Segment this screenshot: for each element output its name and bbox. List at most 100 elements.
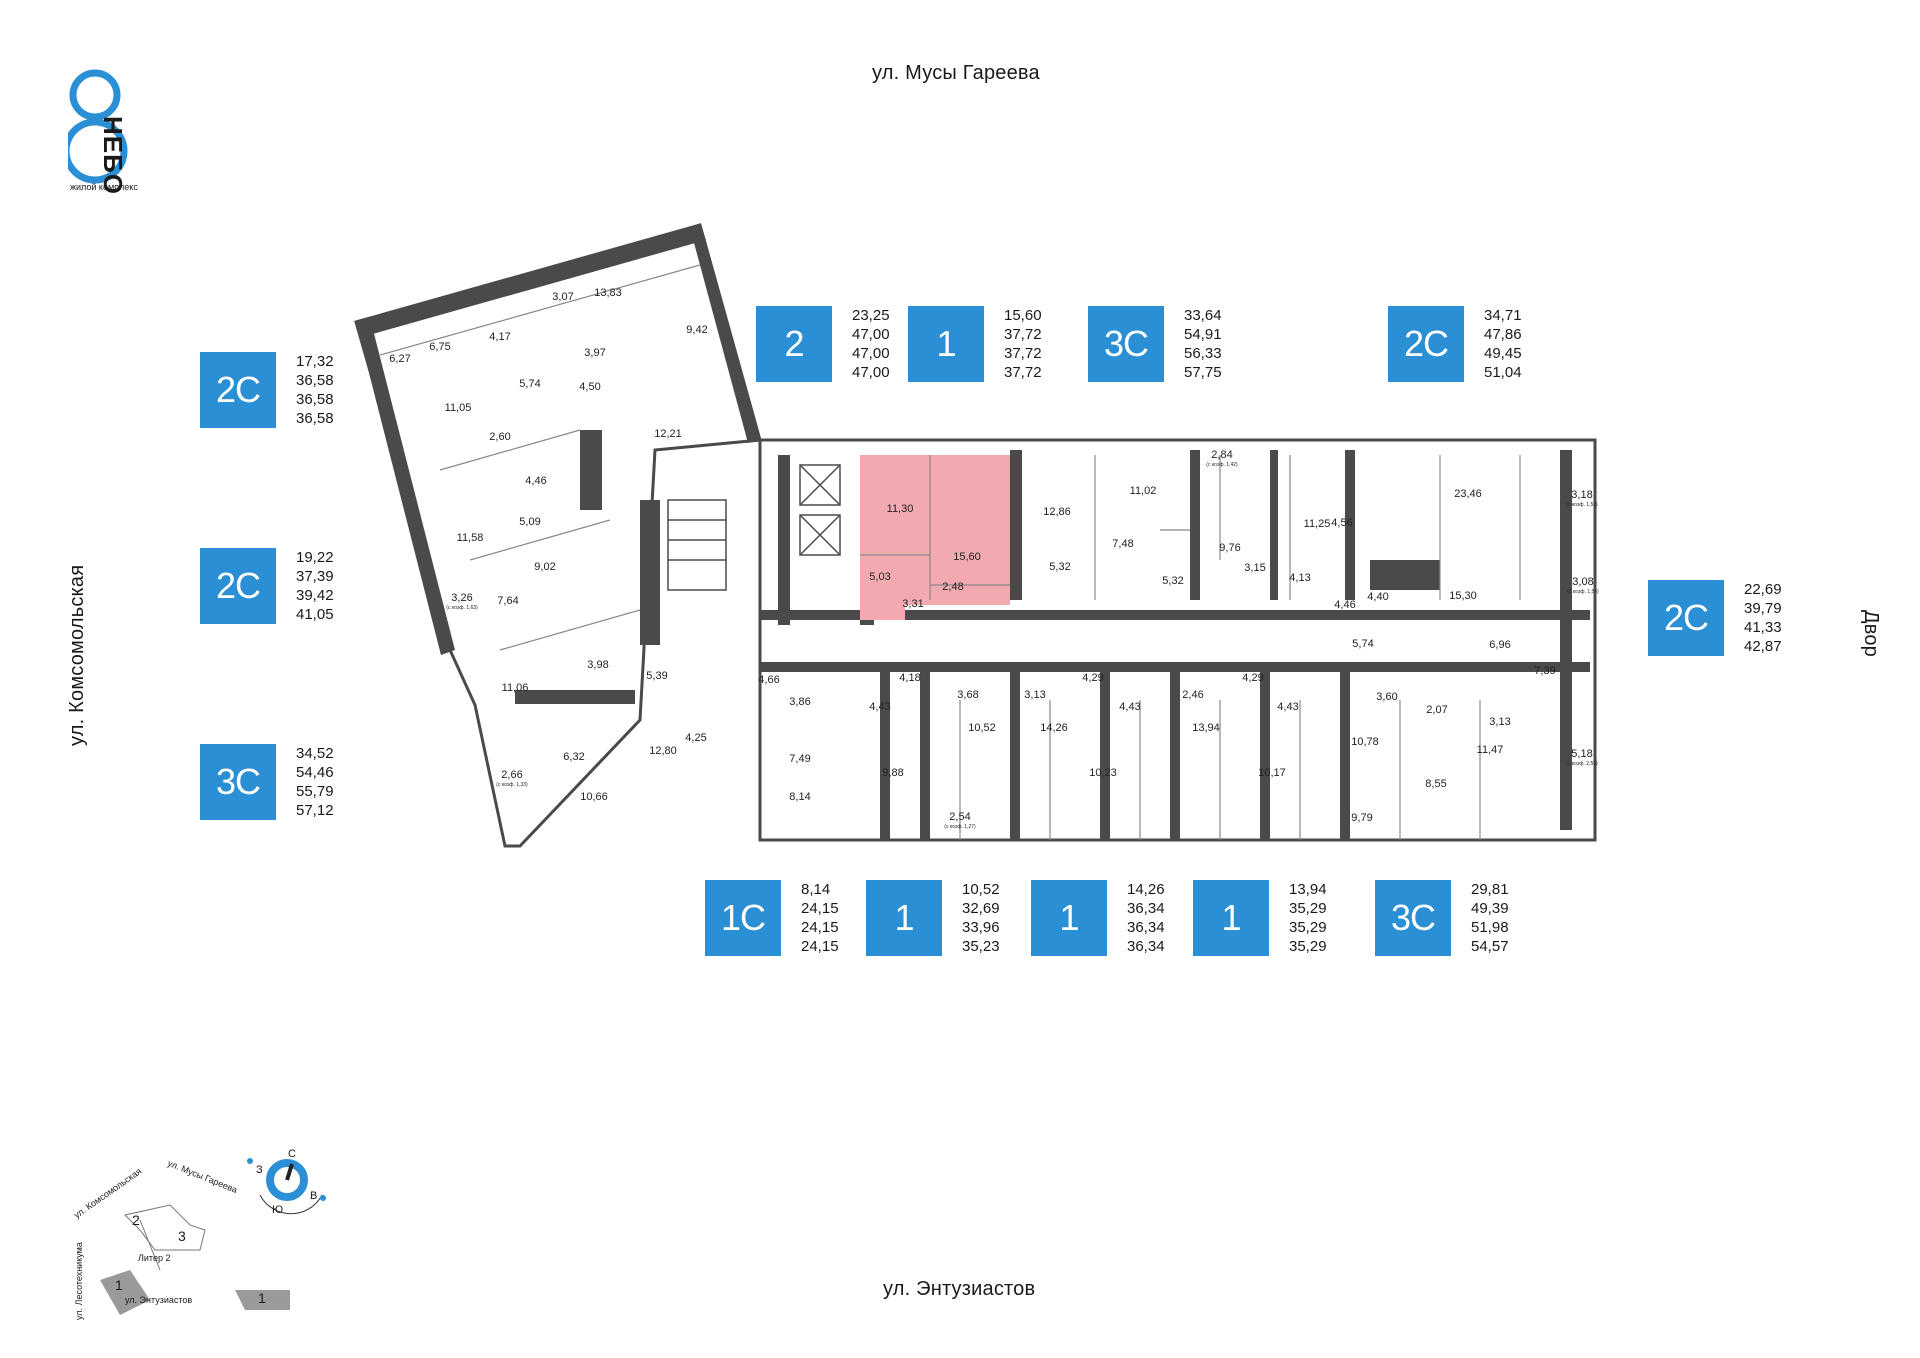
room-area-label: 4,18 [899, 672, 920, 684]
room-area-label: 3,26 [451, 592, 472, 604]
apartment-area-value: 54,46 [296, 764, 334, 781]
room-area-label: 12,21 [654, 428, 682, 440]
room-area-label: 2,48 [942, 581, 963, 593]
room-area-label: 5,18 [1571, 748, 1592, 760]
room-area-label: 4,43 [869, 701, 890, 713]
apartment-area-value: 36,58 [296, 410, 334, 427]
room-coefficient-note: (с коэф. 1,54) [1567, 589, 1599, 595]
apartment-area-value: 47,86 [1484, 326, 1522, 343]
room-area-label: 4,56 [1331, 517, 1352, 529]
apartment-area-value: 47,00 [852, 364, 890, 381]
apartment-area-value: 51,04 [1484, 364, 1522, 381]
room-area-label: 7,64 [497, 595, 518, 607]
room-area-label: 3,18 [1571, 489, 1592, 501]
room-area-label: 11,58 [457, 532, 484, 544]
minimap-street-4: ул. Энтузиастов [125, 1295, 193, 1305]
apartment-area-value: 34,52 [296, 745, 334, 762]
apartment-area-value: 29,81 [1471, 881, 1509, 898]
room-area-label: 6,27 [389, 353, 410, 365]
room-area-label: 2,66 [501, 769, 522, 781]
apartment-type-badge: 3С [200, 744, 276, 820]
room-area-label: 10,66 [580, 791, 608, 803]
apartment-area-value: 57,75 [1184, 364, 1222, 381]
room-area-label: 6,75 [429, 341, 450, 353]
apartment-area-value: 36,34 [1127, 938, 1165, 955]
room-area-label: 6,32 [563, 751, 584, 763]
room-area-label: 3,08 [1572, 576, 1593, 588]
room-area-label: 3,86 [789, 696, 810, 708]
room-coefficient-note: (с коэф. 1,63) [446, 605, 478, 611]
minimap-label-2: 2 [132, 1212, 140, 1228]
apartment-type-badge: 2С [1648, 580, 1724, 656]
room-area-label: 4,66 [758, 674, 779, 686]
room-area-label: 3,13 [1489, 716, 1510, 728]
minimap-label-3: 3 [178, 1228, 186, 1244]
room-area-label: 11,30 [887, 503, 914, 515]
apartment-area-value: 37,72 [1004, 326, 1042, 343]
room-area-label: 3,13 [1024, 689, 1045, 701]
compass-north: С [288, 1148, 296, 1160]
room-area-label: 9,76 [1219, 542, 1240, 554]
room-area-label: 11,47 [1477, 744, 1504, 756]
room-area-label: 2,07 [1426, 704, 1447, 716]
room-area-label: 3,07 [552, 291, 573, 303]
apartment-area-value: 54,91 [1184, 326, 1222, 343]
minimap-label-1b: 1 [258, 1290, 266, 1306]
room-area-label: 15,30 [1449, 590, 1477, 602]
apartment-area-value: 10,52 [962, 881, 1000, 898]
room-area-label: 11,25 [1304, 518, 1331, 530]
apartment-area-value: 56,33 [1184, 345, 1222, 362]
minimap: С Ю З В ул. Комсомольская ул. Мусы Гарее… [60, 1148, 390, 1320]
apartment-area-value: 54,57 [1471, 938, 1509, 955]
apartment-area-value: 55,79 [296, 783, 334, 800]
room-area-label: 2,46 [1182, 689, 1203, 701]
room-area-label: 10,52 [968, 722, 996, 734]
apartment-area-value: 36,58 [296, 372, 334, 389]
apartment-area-value: 41,33 [1744, 619, 1782, 636]
room-area-label: 14,26 [1040, 722, 1068, 734]
apartment-area-value: 24,15 [801, 919, 839, 936]
room-area-label: 8,14 [789, 791, 810, 803]
room-area-label: 7,39 [1534, 665, 1555, 677]
room-area-label: 5,39 [646, 670, 667, 682]
minimap-label-1: 1 [115, 1277, 123, 1293]
room-area-label: 7,48 [1112, 538, 1133, 550]
apartment-type-badge: 2 [756, 306, 832, 382]
room-area-label: 4,43 [1277, 701, 1298, 713]
room-area-label: 13,83 [594, 287, 622, 299]
selected-apartment [860, 455, 1010, 620]
room-area-label: 5,74 [519, 378, 540, 390]
apartment-area-value: 22,69 [1744, 581, 1782, 598]
room-area-label: 10,78 [1351, 736, 1379, 748]
room-area-label: 4,17 [489, 331, 510, 343]
room-area-label: 23,46 [1454, 488, 1482, 500]
apartment-type-badge: 1 [1193, 880, 1269, 956]
room-area-label: 15,60 [953, 551, 981, 563]
street-top: ул. Мусы Гареева [872, 62, 1040, 84]
room-area-label: 11,05 [445, 402, 472, 414]
apartment-area-value: 36,34 [1127, 919, 1165, 936]
room-area-label: 9,88 [882, 767, 903, 779]
room-coefficient-note: (с коэф. 1,33) [496, 782, 528, 788]
